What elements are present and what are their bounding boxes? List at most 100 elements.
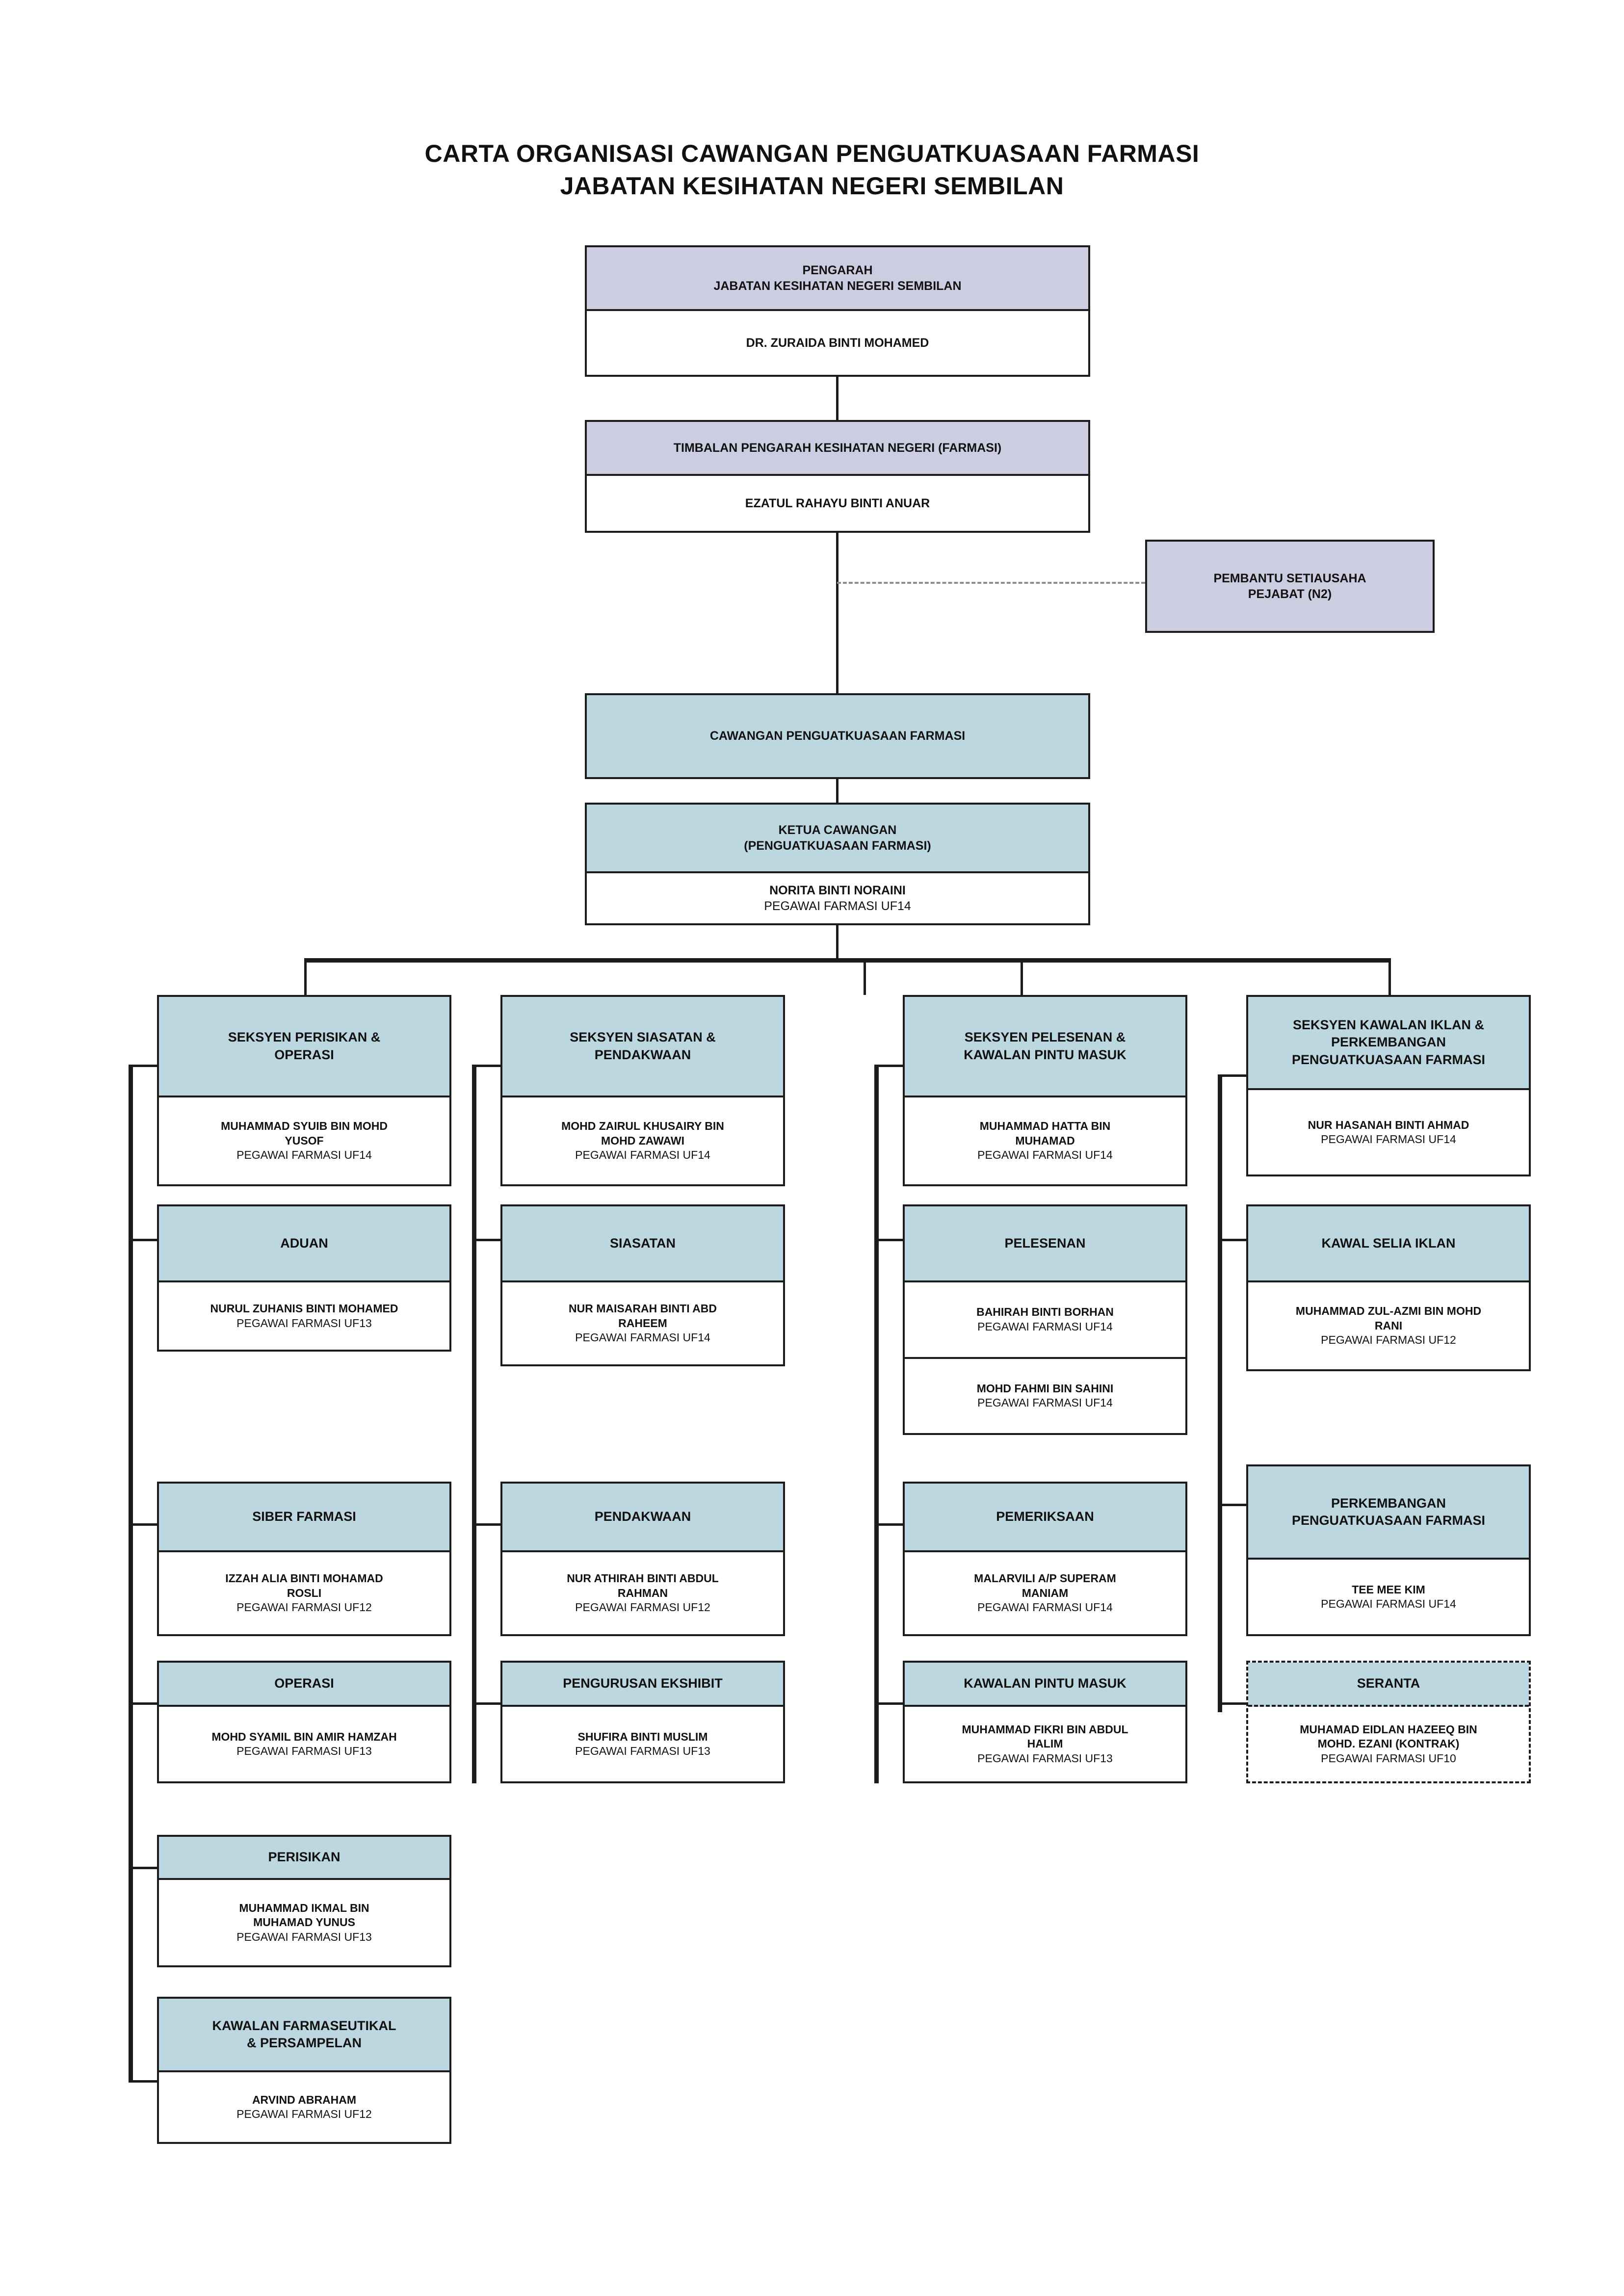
node-section-pelesenan-kawalan-pintu-masuk[interactable]: SEKSYEN PELESENAN & KAWALAN PINTU MASUK … bbox=[903, 995, 1187, 1186]
pemeriksaan-header: PEMERIKSAAN bbox=[905, 1484, 1185, 1552]
node-seranta[interactable]: SERANTA MUHAMAD EIDLAN HAZEEQ BIN MOHD. … bbox=[1246, 1661, 1531, 1783]
seranta-header: SERANTA bbox=[1248, 1663, 1529, 1707]
node-pendakwaan[interactable]: PENDAKWAAN NUR ATHIRAH BINTI ABDUL RAHMA… bbox=[500, 1482, 785, 1636]
pelesenan-body-1: BAHIRAH BINTI BORHAN PEGAWAI FARMASI UF1… bbox=[905, 1282, 1185, 1357]
node-ketua-body: NORITA BINTI NORAINI PEGAWAI FARMASI UF1… bbox=[587, 873, 1088, 923]
node-ketua-cawangan[interactable]: KETUA CAWANGAN (PENGUATKUASAAN FARMASI) … bbox=[585, 803, 1090, 925]
seranta-name-line-2: MOHD. EZANI (KONTRAK) bbox=[1317, 1737, 1460, 1750]
kawal-selia-iklan-name-line-1: MUHAMMAD ZUL-AZMI BIN MOHD bbox=[1295, 1305, 1482, 1318]
siber-farmasi-header: SIBER FARMASI bbox=[159, 1484, 449, 1552]
branch-col1-section bbox=[129, 1065, 158, 1067]
section-2-header: SEKSYEN SIASATAN & PENDAKWAAN bbox=[502, 997, 783, 1097]
node-aduan[interactable]: ADUAN NURUL ZUHANIS BINTI MOHAMED PEGAWA… bbox=[157, 1204, 451, 1352]
pelesenan-grade-1: PEGAWAI FARMASI UF14 bbox=[977, 1320, 1113, 1333]
operasi-name: MOHD SYAMIL BIN AMIR HAMZAH bbox=[211, 1730, 397, 1743]
operasi-body: MOHD SYAMIL BIN AMIR HAMZAH PEGAWAI FARM… bbox=[159, 1707, 449, 1781]
node-siasatan[interactable]: SIASATAN NUR MAISARAH BINTI ABD RAHEEM P… bbox=[500, 1204, 785, 1366]
seranta-body: MUHAMAD EIDLAN HAZEEQ BIN MOHD. EZANI (K… bbox=[1248, 1707, 1529, 1781]
node-pelesenan[interactable]: PELESENAN BAHIRAH BINTI BORHAN PEGAWAI F… bbox=[903, 1204, 1187, 1435]
node-cawangan-header: CAWANGAN PENGUATKUASAAN FARMASI bbox=[587, 695, 1088, 777]
perisikan-name-line-1: MUHAMMAD IKMAL BIN bbox=[239, 1901, 369, 1914]
kawalan-pintu-masuk-header-label: KAWALAN PINTU MASUK bbox=[964, 1676, 1126, 1691]
section-1-header-line-2: OPERASI bbox=[274, 1047, 334, 1062]
section-4-body: NUR HASANAH BINTI AHMAD PEGAWAI FARMASI … bbox=[1248, 1090, 1529, 1174]
node-section-siasatan-pendakwaan[interactable]: SEKSYEN SIASATAN & PENDAKWAAN MOHD ZAIRU… bbox=[500, 995, 785, 1186]
pemeriksaan-name-line-1: MALARVILI A/P SUPERAM bbox=[974, 1572, 1116, 1585]
pendakwaan-grade: PEGAWAI FARMASI UF12 bbox=[575, 1601, 710, 1614]
branch-col1-operasi bbox=[129, 1702, 158, 1705]
kawal-selia-iklan-grade: PEGAWAI FARMASI UF12 bbox=[1321, 1333, 1456, 1347]
pelesenan-name-1: BAHIRAH BINTI BORHAN bbox=[976, 1305, 1114, 1319]
siber-farmasi-name-line-1: IZZAH ALIA BINTI MOHAMAD bbox=[225, 1572, 383, 1585]
branch-col3-pemeriksaan bbox=[874, 1523, 904, 1526]
node-ketua-name: NORITA BINTI NORAINI bbox=[769, 884, 906, 897]
branch-col1-siber bbox=[129, 1523, 158, 1526]
kawal-selia-iklan-body: MUHAMMAD ZUL-AZMI BIN MOHD RANI PEGAWAI … bbox=[1248, 1282, 1529, 1369]
section-3-header-line-2: KAWALAN PINTU MASUK bbox=[964, 1047, 1126, 1062]
node-kawal-selia-iklan[interactable]: KAWAL SELIA IKLAN MUHAMMAD ZUL-AZMI BIN … bbox=[1246, 1204, 1531, 1371]
node-section-perisikan-operasi[interactable]: SEKSYEN PERISIKAN & OPERASI MUHAMMAD SYU… bbox=[157, 995, 451, 1186]
perkembangan-body: TEE MEE KIM PEGAWAI FARMASI UF14 bbox=[1248, 1560, 1529, 1634]
branch-col4-kawal-selia-iklan bbox=[1218, 1239, 1247, 1241]
aduan-name: NURUL ZUHANIS BINTI MOHAMED bbox=[210, 1302, 398, 1315]
node-pengarah-header: PENGARAH JABATAN KESIHATAN NEGERI SEMBIL… bbox=[587, 247, 1088, 311]
node-operasi[interactable]: OPERASI MOHD SYAMIL BIN AMIR HAMZAH PEGA… bbox=[157, 1661, 451, 1783]
node-timbalan-pengarah[interactable]: TIMBALAN PENGARAH KESIHATAN NEGERI (FARM… bbox=[585, 420, 1090, 533]
node-pengurusan-ekshibit[interactable]: PENGURUSAN EKSHIBIT SHUFIRA BINTI MUSLIM… bbox=[500, 1661, 785, 1783]
section-3-grade: PEGAWAI FARMASI UF14 bbox=[977, 1148, 1113, 1162]
node-timbalan-header: TIMBALAN PENGARAH KESIHATAN NEGERI (FARM… bbox=[587, 422, 1088, 476]
section-2-grade: PEGAWAI FARMASI UF14 bbox=[575, 1148, 710, 1162]
node-ketua-header-line-1: KETUA CAWANGAN bbox=[778, 823, 897, 837]
perkembangan-header: PERKEMBANGAN PENGUATKUASAAN FARMASI bbox=[1248, 1466, 1529, 1560]
connector-bus-to-section-1 bbox=[304, 961, 307, 995]
node-pengarah-body: DR. ZURAIDA BINTI MOHAMED bbox=[587, 311, 1088, 375]
kawalan-farmaseutikal-grade: PEGAWAI FARMASI UF12 bbox=[236, 2108, 372, 2120]
kawalan-pintu-masuk-name-line-1: MUHAMMAD FIKRI BIN ABDUL bbox=[962, 1722, 1128, 1736]
siasatan-name-line-1: NUR MAISARAH BINTI ABD bbox=[569, 1302, 717, 1315]
branch-col4-perkembangan bbox=[1218, 1504, 1247, 1506]
seranta-header-label: SERANTA bbox=[1357, 1676, 1420, 1691]
node-timbalan-header-label: TIMBALAN PENGARAH KESIHATAN NEGERI (FARM… bbox=[673, 441, 1002, 455]
pendakwaan-name-line-1: NUR ATHIRAH BINTI ABDUL bbox=[567, 1572, 719, 1585]
connector-bus-to-section-4 bbox=[1388, 961, 1391, 995]
node-kawalan-pintu-masuk[interactable]: KAWALAN PINTU MASUK MUHAMMAD FIKRI BIN A… bbox=[903, 1661, 1187, 1783]
node-pemeriksaan[interactable]: PEMERIKSAAN MALARVILI A/P SUPERAM MANIAM… bbox=[903, 1482, 1187, 1636]
kawalan-pintu-masuk-name-line-2: HALIM bbox=[1027, 1737, 1063, 1750]
kawalan-farmaseutikal-header-line-1: KAWALAN FARMASEUTIKAL bbox=[212, 2018, 396, 2033]
perisikan-header: PERISIKAN bbox=[159, 1837, 449, 1880]
kawalan-pintu-masuk-header: KAWALAN PINTU MASUK bbox=[905, 1663, 1185, 1707]
section-4-header-line-2: PERKEMBANGAN bbox=[1331, 1035, 1446, 1050]
perisikan-header-label: PERISIKAN bbox=[268, 1850, 341, 1865]
section-4-grade: PEGAWAI FARMASI UF14 bbox=[1321, 1133, 1456, 1146]
operasi-header: OPERASI bbox=[159, 1663, 449, 1707]
branch-col3-pelesenan bbox=[874, 1239, 904, 1241]
siber-farmasi-body: IZZAH ALIA BINTI MOHAMAD ROSLI PEGAWAI F… bbox=[159, 1552, 449, 1634]
node-section-kawalan-iklan-perkembangan[interactable]: SEKSYEN KAWALAN IKLAN & PERKEMBANGAN PEN… bbox=[1246, 995, 1531, 1176]
node-perkembangan-penguatkuasaan-farmasi[interactable]: PERKEMBANGAN PENGUATKUASAAN FARMASI TEE … bbox=[1246, 1464, 1531, 1636]
section-3-header-line-1: SEKSYEN PELESENAN & bbox=[964, 1030, 1126, 1045]
node-cawangan-penguatkuasaan-farmasi[interactable]: CAWANGAN PENGUATKUASAAN FARMASI bbox=[585, 693, 1090, 779]
pendakwaan-header-label: PENDAKWAAN bbox=[594, 1509, 691, 1524]
aduan-body: NURUL ZUHANIS BINTI MOHAMED PEGAWAI FARM… bbox=[159, 1282, 449, 1350]
section-1-name-line-2: YUSOF bbox=[285, 1134, 324, 1147]
connector-timbalan-cawangan bbox=[836, 533, 838, 693]
node-siber-farmasi[interactable]: SIBER FARMASI IZZAH ALIA BINTI MOHAMAD R… bbox=[157, 1482, 451, 1636]
node-pengarah[interactable]: PENGARAH JABATAN KESIHATAN NEGERI SEMBIL… bbox=[585, 245, 1090, 377]
section-3-name-line-2: MUHAMAD bbox=[1015, 1134, 1075, 1147]
node-pembantu-setiausaha[interactable]: PEMBANTU SETIAUSAHA PEJABAT (N2) bbox=[1145, 540, 1435, 633]
node-pengarah-header-line-1: PENGARAH bbox=[802, 263, 873, 277]
section-2-header-line-2: PENDAKWAAN bbox=[594, 1047, 691, 1062]
node-timbalan-body: EZATUL RAHAYU BINTI ANUAR bbox=[587, 476, 1088, 531]
siasatan-header: SIASATAN bbox=[502, 1206, 783, 1282]
branch-col3-section bbox=[874, 1065, 904, 1067]
kawalan-farmaseutikal-name: ARVIND ABRAHAM bbox=[252, 2093, 357, 2106]
node-kawalan-farmaseutikal[interactable]: KAWALAN FARMASEUTIKAL & PERSAMPELAN ARVI… bbox=[157, 1997, 451, 2144]
connector-bus-to-section-3 bbox=[1021, 961, 1023, 995]
connector-section-bus bbox=[304, 958, 1391, 963]
pengurusan-ekshibit-header-label: PENGURUSAN EKSHIBIT bbox=[563, 1676, 723, 1691]
aduan-header-label: ADUAN bbox=[280, 1235, 328, 1251]
siber-farmasi-grade: PEGAWAI FARMASI UF12 bbox=[236, 1601, 372, 1614]
node-perisikan[interactable]: PERISIKAN MUHAMMAD IKMAL BIN MUHAMAD YUN… bbox=[157, 1835, 451, 1967]
pemeriksaan-name-line-2: MANIAM bbox=[1022, 1586, 1069, 1599]
spine-column-4 bbox=[1218, 1074, 1222, 1712]
